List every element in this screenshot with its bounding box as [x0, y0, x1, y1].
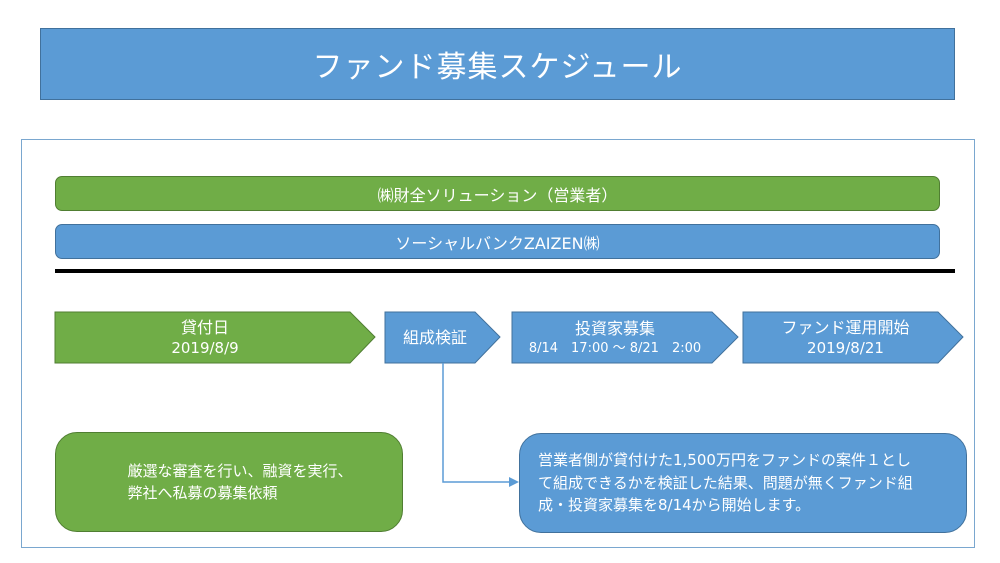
- step-recruitment-date: 8/14 17:00 ～ 8/21 2:00: [528, 340, 702, 356]
- lender-note-line: 弊社へ私募の募集依頼: [127, 484, 278, 502]
- verification-note: 営業者側が貸付けた1,500万円をファンドの案件１とし て組成できるかを検証した…: [519, 433, 967, 533]
- step-operation: ファンド運用開始 2019/8/21: [743, 312, 948, 363]
- step-verification: 組成検証: [385, 312, 485, 363]
- step-arrow-lending: [54, 311, 376, 364]
- page-title: ファンド募集スケジュール: [40, 28, 955, 100]
- step-arrow-operation: [742, 311, 964, 364]
- divider-line: [55, 269, 955, 273]
- step-lending: 貸付日 2019/8/9: [55, 312, 355, 363]
- step-lending-name: 貸付日: [180, 317, 229, 337]
- lender-note: 厳選な審査を行い、融資を実行、 弊社へ私募の募集依頼: [55, 432, 403, 532]
- operator-band: ㈱財全ソリューション（営業者）: [55, 176, 940, 211]
- step-recruitment-name: 投資家募集: [574, 318, 655, 338]
- step-lending-date: 2019/8/9: [171, 339, 239, 358]
- step-verification-name: 組成検証: [402, 327, 467, 347]
- lender-note-line: 厳選な審査を行い、融資を実行、: [127, 461, 353, 480]
- verification-note-line: て組成できるかを検証した結果、問題が無くファンド組: [538, 473, 913, 492]
- step-operation-date: 2019/8/21: [807, 339, 884, 358]
- step-recruitment: 投資家募集 8/14 17:00 ～ 8/21 2:00: [512, 312, 718, 363]
- step-arrow-verification: [384, 311, 501, 364]
- connector-line: [442, 363, 510, 483]
- verification-note-line: 成・投資家募集を8/14から開始します。: [538, 496, 811, 515]
- verification-note-line: 営業者側が貸付けた1,500万円をファンドの案件１とし: [538, 451, 911, 470]
- step-operation-name: ファンド運用開始: [781, 317, 910, 337]
- connector-arrowhead: [509, 477, 519, 487]
- bank-band: ソーシャルバンクZAIZEN㈱: [55, 224, 940, 259]
- step-arrow-recruitment: [511, 311, 739, 364]
